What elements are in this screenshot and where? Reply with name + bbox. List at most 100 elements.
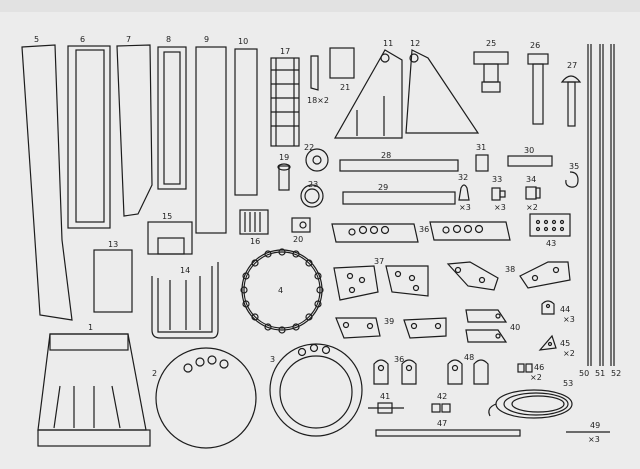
part-14	[151, 262, 219, 339]
part-38	[446, 261, 571, 291]
label-19: 19	[279, 153, 289, 162]
label-44: 44	[560, 305, 570, 314]
label-32: 32	[458, 173, 468, 182]
part-26	[527, 53, 549, 125]
part-36-brackets	[373, 359, 417, 385]
label-38: 38	[505, 265, 515, 274]
part-31	[475, 154, 489, 172]
label-22: 22	[304, 143, 314, 152]
label-35: 35	[569, 162, 579, 171]
part-43	[529, 213, 571, 237]
label-2: 2	[152, 369, 157, 378]
label-47: 47	[437, 419, 447, 428]
label-34: 34	[526, 175, 536, 184]
label-3: 3	[270, 355, 275, 364]
label-18: 18×2	[307, 96, 329, 105]
label-8: 8	[166, 35, 171, 44]
label-39: 39	[384, 317, 394, 326]
part-45	[538, 334, 557, 351]
part-48	[447, 359, 489, 385]
label-11: 11	[383, 39, 393, 48]
part-39	[335, 317, 447, 339]
label-48: 48	[464, 353, 474, 362]
label-49: 49	[590, 421, 600, 430]
label-29: 29	[378, 183, 388, 192]
part-25	[473, 51, 509, 93]
label-34-qty: ×2	[526, 203, 538, 212]
label-52: 52	[611, 369, 621, 378]
label-1: 1	[88, 323, 93, 332]
label-14: 14	[180, 266, 190, 275]
part-47-strip	[375, 429, 521, 437]
part-3-ring	[269, 343, 363, 437]
label-33: 33	[492, 175, 502, 184]
part-1	[37, 333, 151, 447]
label-28: 28	[381, 151, 391, 160]
part-21	[329, 47, 355, 79]
label-33-qty: ×3	[494, 203, 506, 212]
part-7	[116, 44, 153, 217]
label-17: 17	[280, 47, 290, 56]
label-7: 7	[126, 35, 131, 44]
label-13: 13	[108, 240, 118, 249]
part-50-51-52-rods	[587, 44, 615, 366]
part-9	[195, 46, 227, 234]
label-31: 31	[476, 143, 486, 152]
part-27	[560, 75, 582, 127]
part-8	[157, 46, 187, 190]
label-45-qty: ×2	[563, 349, 575, 358]
part-18	[310, 55, 319, 91]
label-46: 46	[534, 363, 544, 372]
part-15	[147, 221, 193, 255]
part-13	[93, 249, 133, 313]
paper-shadow-edge	[0, 0, 640, 12]
label-5: 5	[34, 35, 39, 44]
label-4: 4	[278, 286, 283, 295]
label-20: 20	[293, 235, 303, 244]
part-32	[458, 184, 470, 201]
label-12: 12	[410, 39, 420, 48]
label-15: 15	[162, 212, 172, 221]
label-44-qty: ×3	[563, 315, 575, 324]
label-37: 37	[374, 257, 384, 266]
part-8-inner	[163, 51, 181, 185]
part-46	[517, 363, 533, 373]
part-42	[431, 403, 451, 413]
label-49-qty: ×3	[588, 435, 600, 444]
part-23	[300, 184, 324, 208]
label-50: 50	[579, 369, 589, 378]
part-44	[541, 300, 555, 315]
label-23: 23	[308, 180, 318, 189]
part-4-gear	[240, 248, 324, 334]
part-12	[405, 49, 480, 134]
part-10	[234, 48, 258, 196]
label-6: 6	[80, 35, 85, 44]
part-30	[507, 155, 553, 167]
part-28	[339, 159, 459, 172]
part-29	[342, 191, 456, 205]
label-40: 40	[510, 323, 520, 332]
part-6	[67, 45, 111, 229]
label-16: 16	[250, 237, 260, 246]
label-36: 36	[419, 225, 429, 234]
part-35-hook	[565, 171, 579, 188]
label-25: 25	[486, 39, 496, 48]
label-9: 9	[204, 35, 209, 44]
part-20	[291, 217, 311, 233]
label-51: 51	[595, 369, 605, 378]
label-42: 42	[437, 392, 447, 401]
part-5	[21, 44, 73, 321]
label-46-qty: ×2	[530, 373, 542, 382]
label-27: 27	[567, 61, 577, 70]
label-21: 21	[340, 83, 350, 92]
part-36-left	[331, 223, 419, 243]
label-41: 41	[380, 392, 390, 401]
part-33	[491, 187, 506, 201]
part-16	[239, 209, 269, 235]
label-36-bracket: 36	[394, 355, 404, 364]
part-22	[305, 148, 329, 172]
part-11	[333, 49, 403, 139]
part-2-disc	[155, 347, 257, 449]
